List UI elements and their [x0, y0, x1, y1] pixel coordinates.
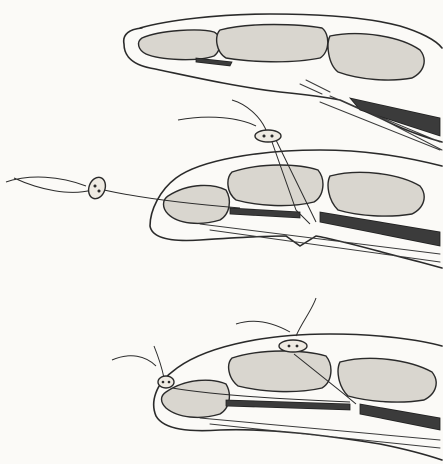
suture-button-top-bottom: [279, 340, 307, 352]
bone-proximal-top: [328, 34, 424, 80]
suture-button-top: [255, 130, 281, 142]
suture-button-left-bottom: [158, 376, 174, 388]
panel-bottom: [112, 298, 442, 460]
panel-top: [124, 14, 442, 150]
bone-middle-top: [217, 25, 328, 62]
tendon-distal-top: [196, 58, 232, 66]
sheath-cut-top: [300, 80, 330, 94]
tendon-proximal-bottom: [360, 404, 440, 430]
tendon-proximal-top: [350, 98, 440, 136]
suture-button-left: [86, 175, 109, 201]
tendon-repair-middle: [230, 208, 300, 218]
bone-distal-top: [139, 30, 220, 60]
bone-proximal-bottom: [338, 358, 436, 402]
bone-proximal-middle: [328, 172, 424, 216]
panel-middle: [6, 100, 442, 268]
bone-middle-middle: [228, 165, 323, 206]
